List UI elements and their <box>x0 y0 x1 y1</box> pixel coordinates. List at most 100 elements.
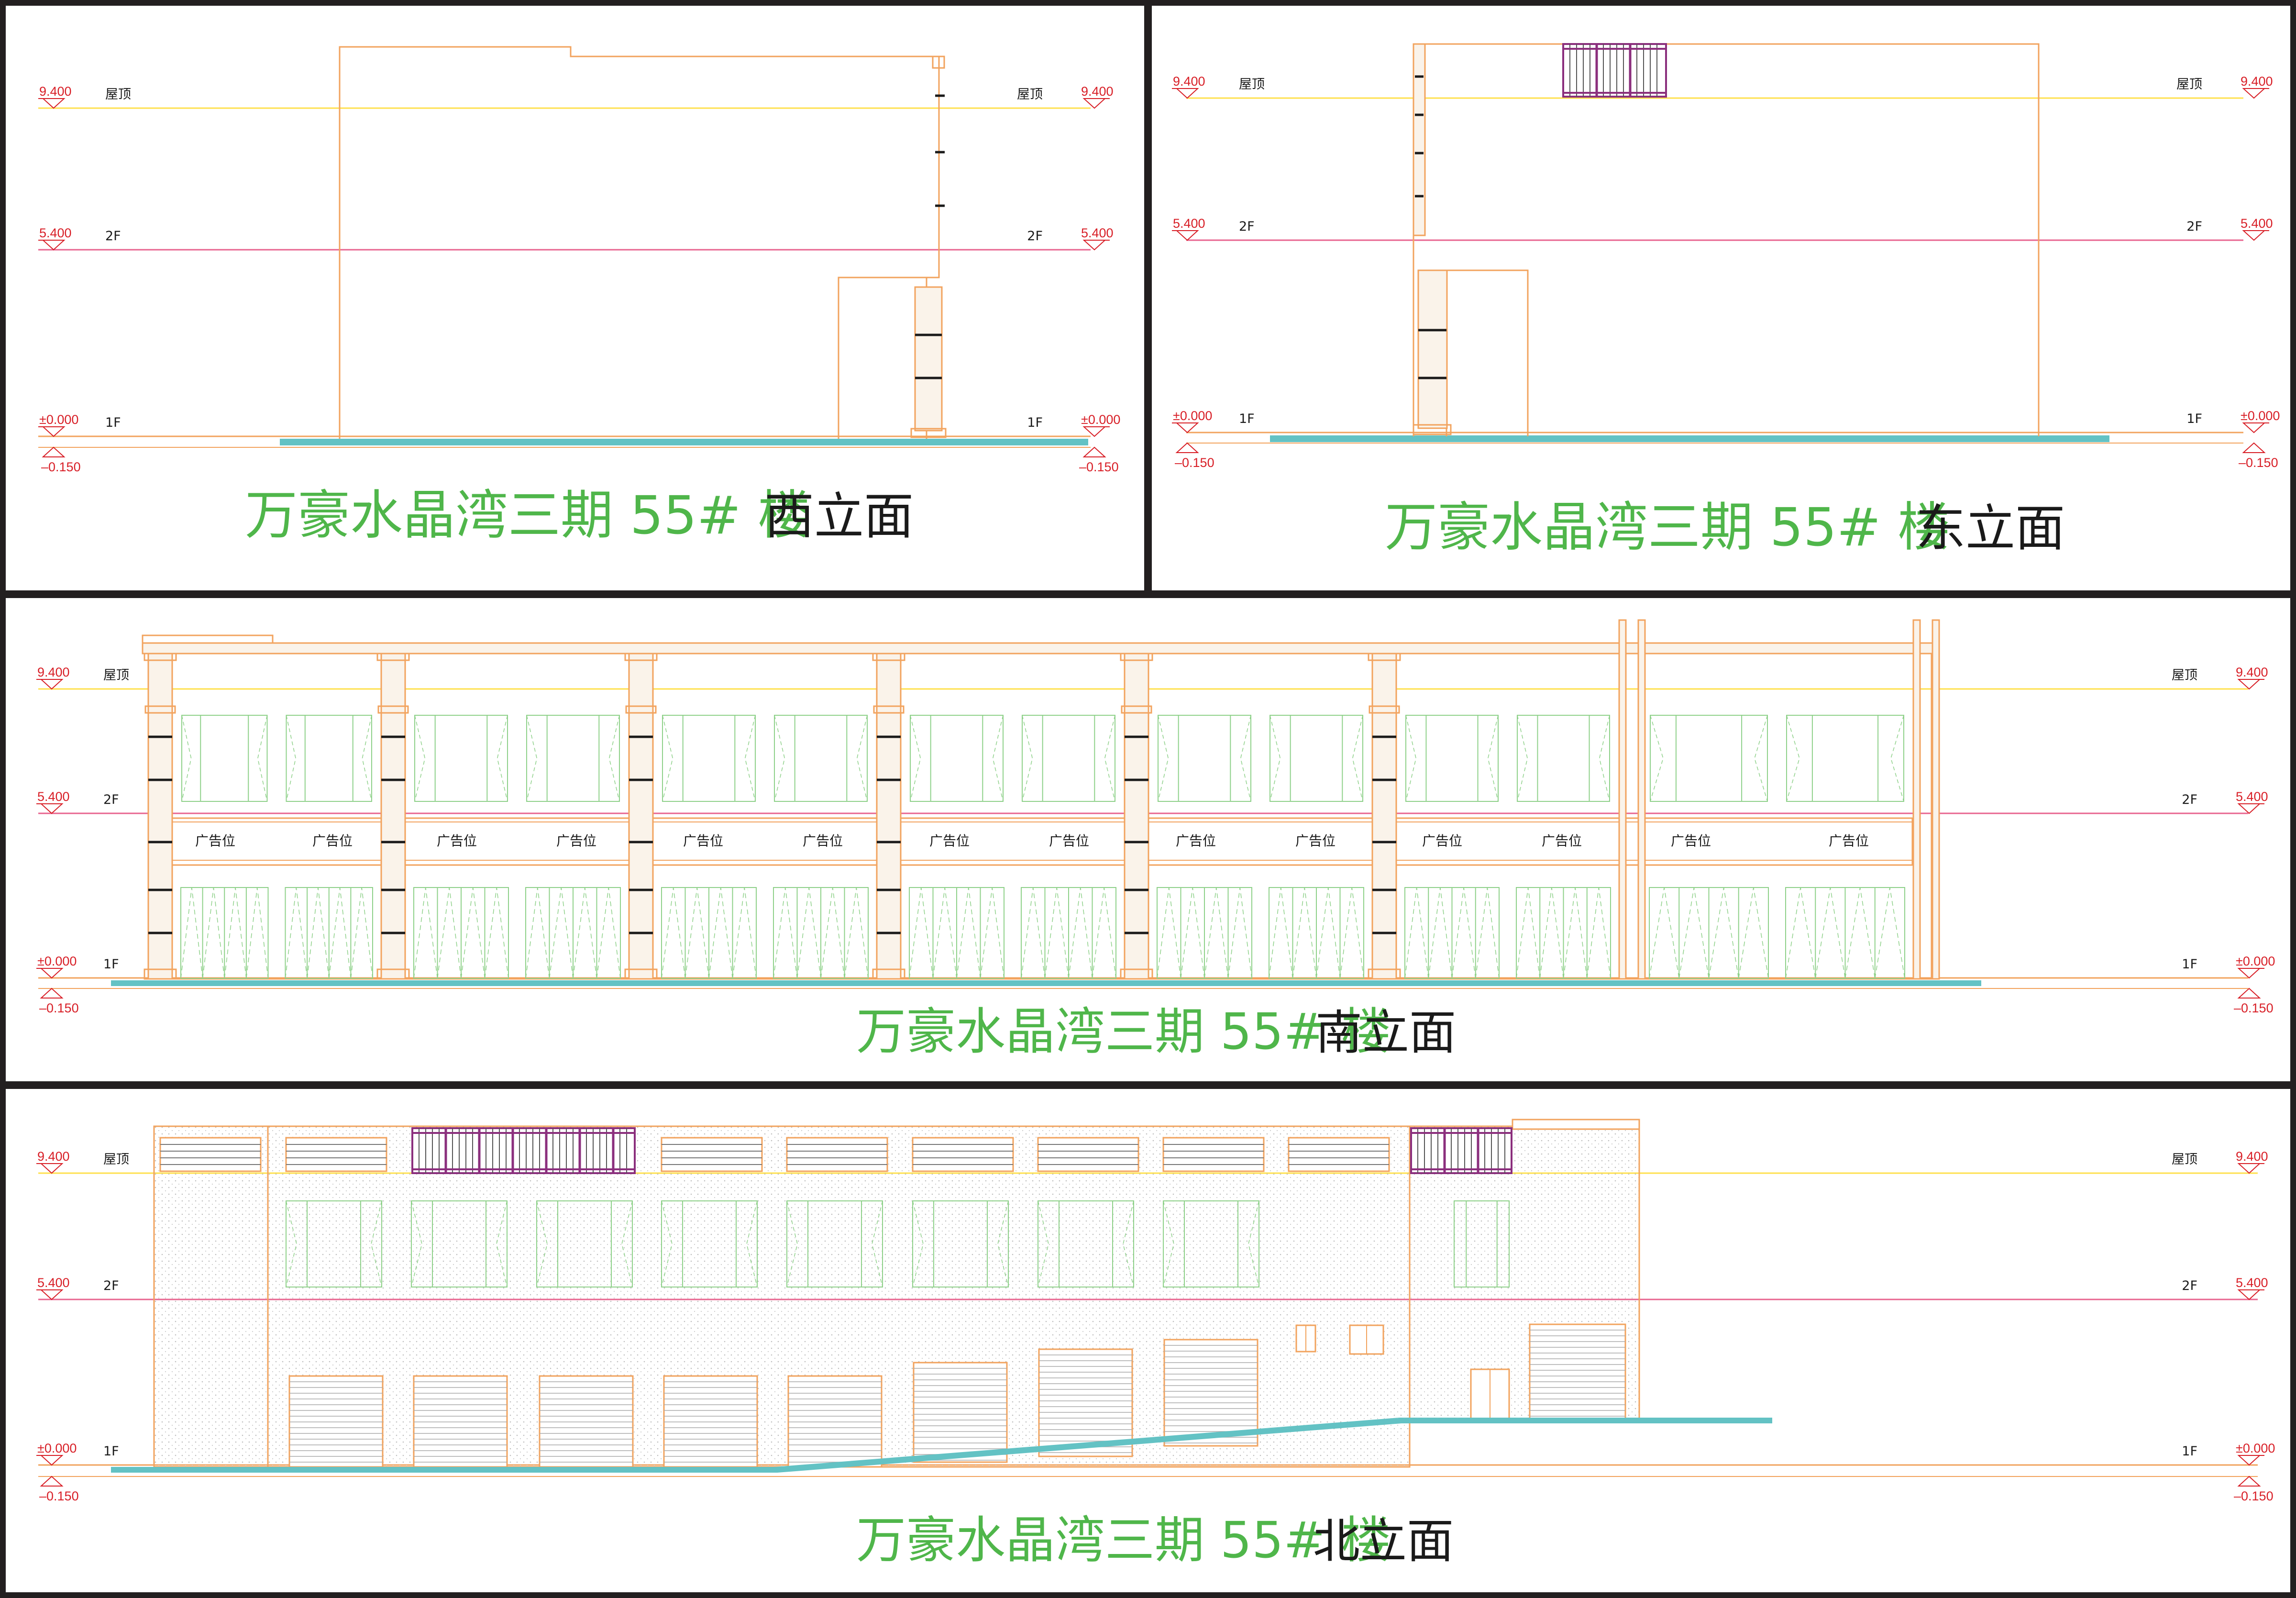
level-triangle <box>40 988 64 999</box>
level-marker-ground: ±0.000 1F <box>2186 409 2280 433</box>
end-pilaster <box>1637 619 1646 980</box>
window-swing <box>181 715 192 802</box>
roller-shutter <box>663 1375 758 1468</box>
level-value: 5.400 <box>1173 216 1205 231</box>
panel-east <box>1152 6 2290 590</box>
window-swing <box>608 715 620 802</box>
level-value: ±0.000 <box>2236 954 2275 968</box>
pier-cap <box>1120 653 1153 661</box>
window-swing <box>1269 715 1281 802</box>
window-frame <box>181 715 268 802</box>
louver-vent <box>159 1137 262 1172</box>
door-swing <box>1785 887 1816 979</box>
door-swing <box>1539 887 1564 979</box>
door-swing <box>844 887 869 979</box>
level-value: 9.400 <box>37 1149 70 1164</box>
ad-label: 广告位 <box>1422 833 1462 849</box>
pier-band <box>377 705 409 714</box>
pier-cap <box>1368 653 1401 661</box>
storefront-door <box>413 887 509 979</box>
level-value: 5.400 <box>39 226 72 240</box>
window-swing <box>414 715 426 802</box>
door-swing <box>1021 887 1046 979</box>
window <box>286 1200 382 1287</box>
door-swing <box>285 887 308 979</box>
window-frame <box>414 715 508 802</box>
level-label: 屋顶 <box>103 668 129 683</box>
window-frame <box>1517 715 1610 802</box>
storefront-door <box>1516 887 1611 979</box>
louver-frame <box>159 1137 262 1172</box>
roller-shutter <box>1038 1348 1133 1457</box>
shutter-frame <box>913 1362 1008 1463</box>
window-swing <box>774 715 785 802</box>
level-label: 1F <box>2186 411 2202 426</box>
door-swing <box>1157 887 1181 979</box>
window <box>286 715 372 802</box>
roller-shutter <box>413 1375 508 1468</box>
window <box>912 1200 1009 1287</box>
window-swing <box>997 1200 1009 1287</box>
pier-base <box>624 968 658 980</box>
window-frame <box>1786 715 1904 802</box>
north-elevation <box>38 1119 2258 1477</box>
shutter-frame <box>413 1375 508 1468</box>
louver-vent <box>1162 1137 1265 1172</box>
window-swing <box>661 1200 673 1287</box>
window-swing <box>856 715 868 802</box>
pier-body <box>380 653 406 980</box>
window-swing <box>1163 1200 1174 1287</box>
door-swing <box>796 887 821 979</box>
railing <box>411 1127 636 1174</box>
shutter-frame <box>1529 1323 1626 1421</box>
level-value: –0.150 <box>2239 455 2278 470</box>
door-swing <box>980 887 1004 979</box>
window-swing <box>1650 715 1664 802</box>
door-swing <box>329 887 352 979</box>
window-swing <box>526 715 538 802</box>
building-outline <box>1413 43 2040 436</box>
level-marker-below: –0.150 <box>39 1476 79 1503</box>
door-swing <box>932 887 957 979</box>
door-swing <box>1875 887 1905 979</box>
window-frame <box>774 715 868 802</box>
level-value: ±0.000 <box>1173 409 1212 423</box>
window-frame <box>912 1200 1009 1287</box>
railing <box>1562 43 1667 98</box>
ground-strip <box>1270 435 2109 442</box>
window-swing <box>621 1200 633 1287</box>
ad-label: 广告位 <box>1049 833 1089 849</box>
louver-frame <box>1037 1137 1139 1172</box>
south-facade-elements <box>144 619 1940 980</box>
window-swing <box>786 1200 798 1287</box>
level-value: –0.150 <box>39 1489 79 1503</box>
pier-body <box>1124 653 1149 980</box>
small-window <box>1349 1324 1384 1355</box>
door-swing <box>1428 887 1453 979</box>
south-elevation: 广告位广告位广告位广告位广告位广告位广告位广告位广告位广告位广告位广告位广告位广… <box>38 619 2248 989</box>
level-label: 2F <box>103 1278 119 1293</box>
level-value: ±0.000 <box>2236 1441 2275 1455</box>
window <box>661 1200 758 1287</box>
level-value: 5.400 <box>2236 789 2268 804</box>
storefront-door <box>1649 887 1769 979</box>
window <box>1269 715 1363 802</box>
window-swing <box>1104 715 1115 802</box>
door-swing <box>1516 887 1540 979</box>
pier-base <box>1368 968 1401 980</box>
louver-frame <box>285 1137 387 1172</box>
title-main: 万豪水晶湾三期 55# 楼 <box>856 1511 1391 1569</box>
door-swing <box>909 887 934 979</box>
ground-strip <box>111 980 1981 986</box>
window-frame <box>286 715 372 802</box>
north-facade-elements <box>159 1127 1626 1468</box>
window-swing <box>746 1200 758 1287</box>
ad-label: 广告位 <box>1295 833 1336 849</box>
pier-base <box>376 968 410 980</box>
level-value: ±0.000 <box>2241 409 2280 423</box>
level-value: 5.400 <box>2236 1276 2268 1290</box>
level-label: 屋顶 <box>2172 1152 2197 1167</box>
level-triangle <box>1175 442 1199 453</box>
